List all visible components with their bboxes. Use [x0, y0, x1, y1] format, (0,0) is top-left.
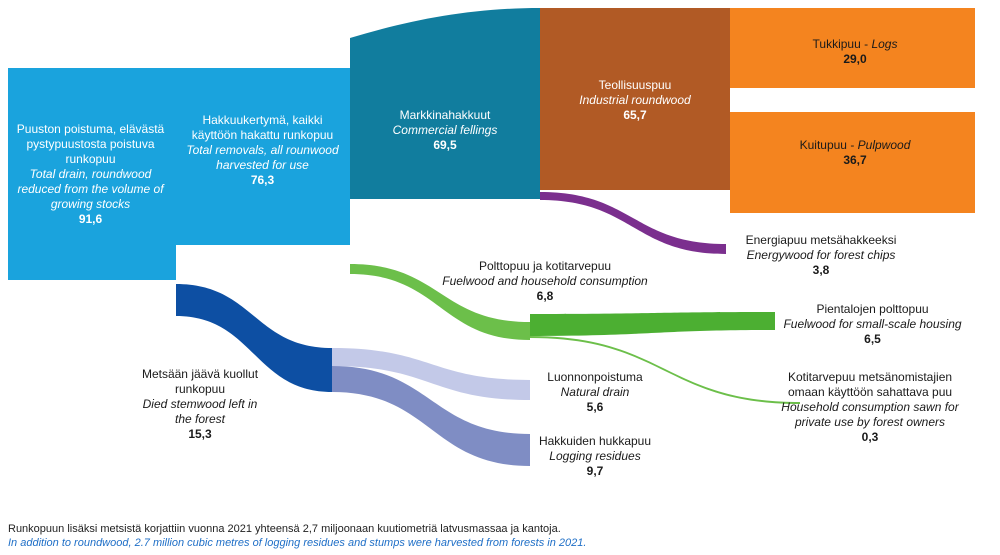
- flow-total-died: [176, 284, 332, 392]
- node-label-died: Metsään jäävä kuollut runkopuu Died stem…: [141, 367, 259, 441]
- flow-fuelwood-household: [530, 336, 800, 404]
- flow-commercial-energy: [540, 192, 726, 254]
- flow-died-residues: [332, 366, 530, 466]
- node-label-smallscale: Pientalojen polttopuu Fuelwood for small…: [783, 302, 962, 346]
- node-label-natural: Luonnonpoistuma Natural drain 5,6: [547, 370, 643, 414]
- footnote-en: In addition to roundwood, 2.7 million cu…: [8, 537, 587, 549]
- node-label-pulp: Kuitupuu - Pulpwood 36,7: [799, 138, 911, 167]
- node-label-total: Puuston poistuma, elävästä pystypuustost…: [16, 122, 165, 226]
- node-label-energy: Energiapuu metsähakkeeksi Energywood for…: [745, 233, 897, 277]
- node-label-fuelwood: Polttopuu ja kotitarvepuu Fuelwood and h…: [442, 259, 648, 303]
- node-label-commercial: Markkinahakkuut Commercial fellings 69,5: [392, 108, 498, 152]
- node-label-removals: Hakkuukertymä, kaikki käyttöön hakattu r…: [186, 113, 339, 187]
- node-commercial: [350, 38, 540, 199]
- gap-logs-pulp: [730, 88, 975, 112]
- node-label-industrial: Teollisuuspuu Industrial roundwood 65,7: [579, 78, 691, 122]
- flow-died-natural: [332, 348, 530, 400]
- node-total: [8, 68, 176, 280]
- node-label-household: Kotitarvepuu metsänomistajien omaan käyt…: [781, 370, 959, 444]
- footnote-fi: Runkopuun lisäksi metsistä korjattiin vu…: [8, 523, 561, 535]
- node-industrial: [540, 8, 730, 190]
- flow-removals-fuelwood: [350, 264, 530, 340]
- node-label-residues: Hakkuiden hukkapuu Logging residues 9,7: [538, 434, 652, 478]
- flow-fuelwood-smallscale: [530, 312, 775, 336]
- node-label-logs: Tukkipuu - Logs 29,0: [812, 37, 898, 66]
- node-logs: [730, 8, 975, 88]
- node-removals: [176, 68, 350, 245]
- node-pulp: [730, 112, 975, 213]
